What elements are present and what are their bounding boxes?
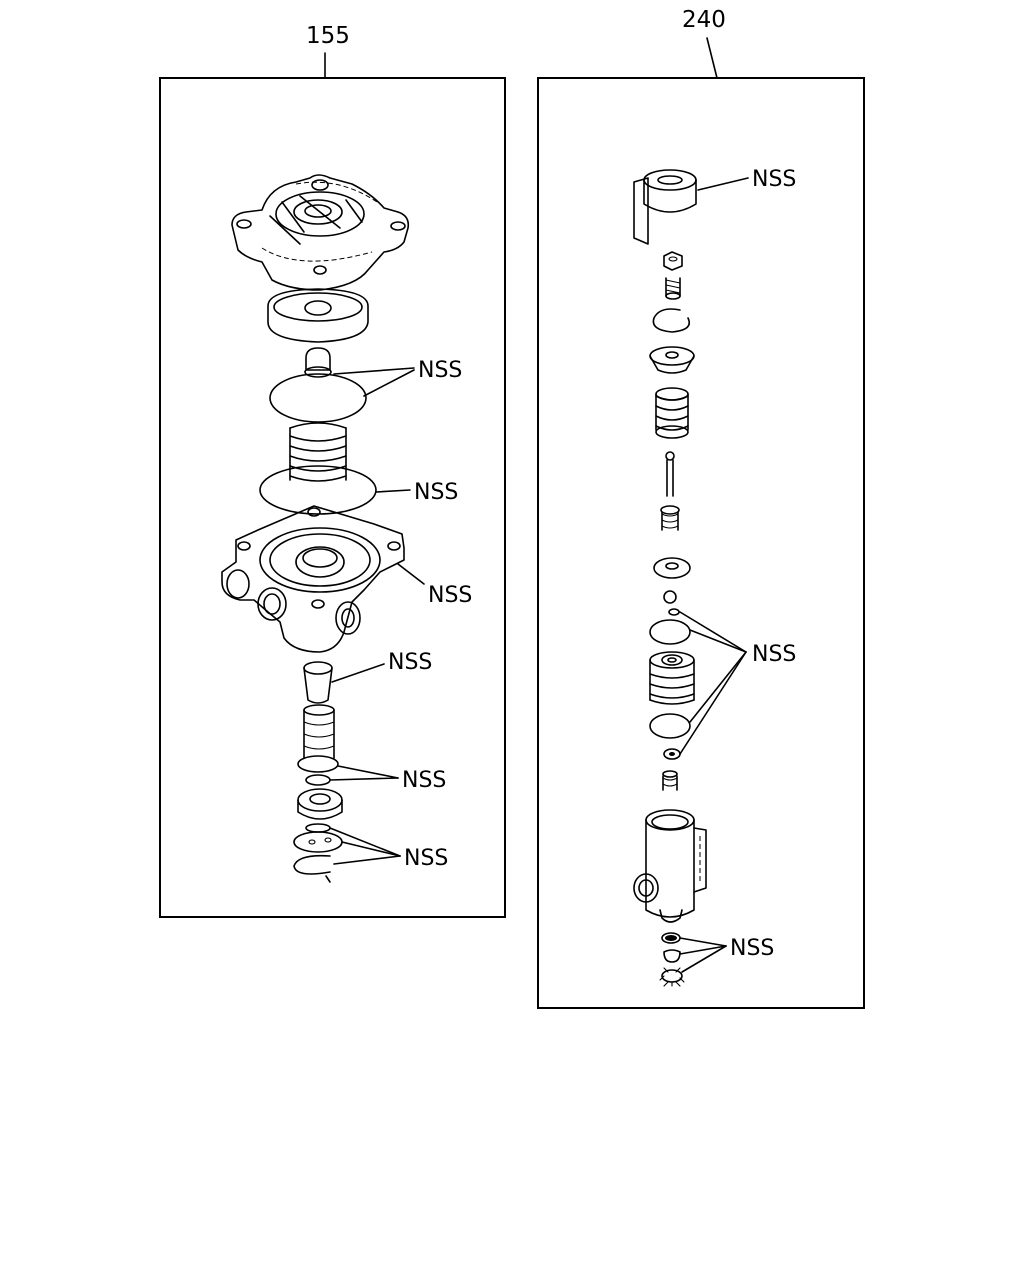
nss-callout-1: NSS — [418, 358, 462, 383]
assembly-frame-240 — [537, 77, 865, 1009]
o-ring-lower-part — [649, 713, 691, 739]
washer-part — [653, 557, 691, 579]
plunger-pin-part — [665, 451, 675, 497]
assembly-frame-155 — [159, 77, 506, 918]
snap-ring-part — [652, 308, 691, 333]
nss-callout-6: NSS — [404, 846, 448, 871]
ref-number-240: 240 — [682, 7, 726, 33]
ref-number-155: 155 — [306, 23, 350, 49]
nss-callout-9: NSS — [730, 936, 774, 961]
callout-group-right: NSS NSS NSS — [679, 167, 796, 973]
nss-callout-2: NSS — [414, 480, 458, 505]
spring-seat-part — [649, 346, 695, 374]
inlet-spring-part — [297, 704, 339, 786]
ball-part — [663, 590, 680, 616]
nut-part — [663, 251, 683, 271]
valve-housing-part — [633, 809, 707, 923]
nss-callout-8: NSS — [752, 642, 796, 667]
nss-callout-5: NSS — [402, 768, 446, 793]
seal-small-part — [663, 748, 681, 760]
nss-callout-7: NSS — [752, 167, 796, 192]
adjust-screw-part — [665, 277, 681, 300]
piston-stem-part — [304, 347, 332, 378]
sleeve-part — [303, 661, 333, 704]
piston-part — [649, 651, 695, 705]
assembly-155: 155 — [159, 23, 506, 918]
o-ring-upper-part — [649, 619, 691, 645]
diaphragm-plate-part — [267, 288, 369, 343]
top-cover-part — [231, 174, 410, 291]
cap-part — [633, 169, 697, 245]
nss-callout-3: NSS — [428, 583, 472, 608]
small-spring-upper-part — [660, 505, 680, 531]
callout-group-left: NSS NSS NSS NSS NSS NSS — [329, 358, 472, 871]
check-valve-parts — [659, 932, 685, 987]
nss-callout-4: NSS — [388, 650, 432, 675]
spring-part — [289, 422, 347, 482]
retainer-ring-part — [293, 831, 343, 883]
valve-seat-part — [297, 788, 343, 833]
main-spring-part — [655, 387, 689, 439]
small-spring-lower-part — [662, 770, 678, 791]
ref-leader-240 — [706, 37, 718, 79]
diaphragm-upper-part — [269, 373, 367, 423]
diaphragm-lower-part — [259, 465, 377, 515]
assembly-240: 240 — [537, 7, 865, 1009]
valve-body-part — [221, 505, 405, 653]
